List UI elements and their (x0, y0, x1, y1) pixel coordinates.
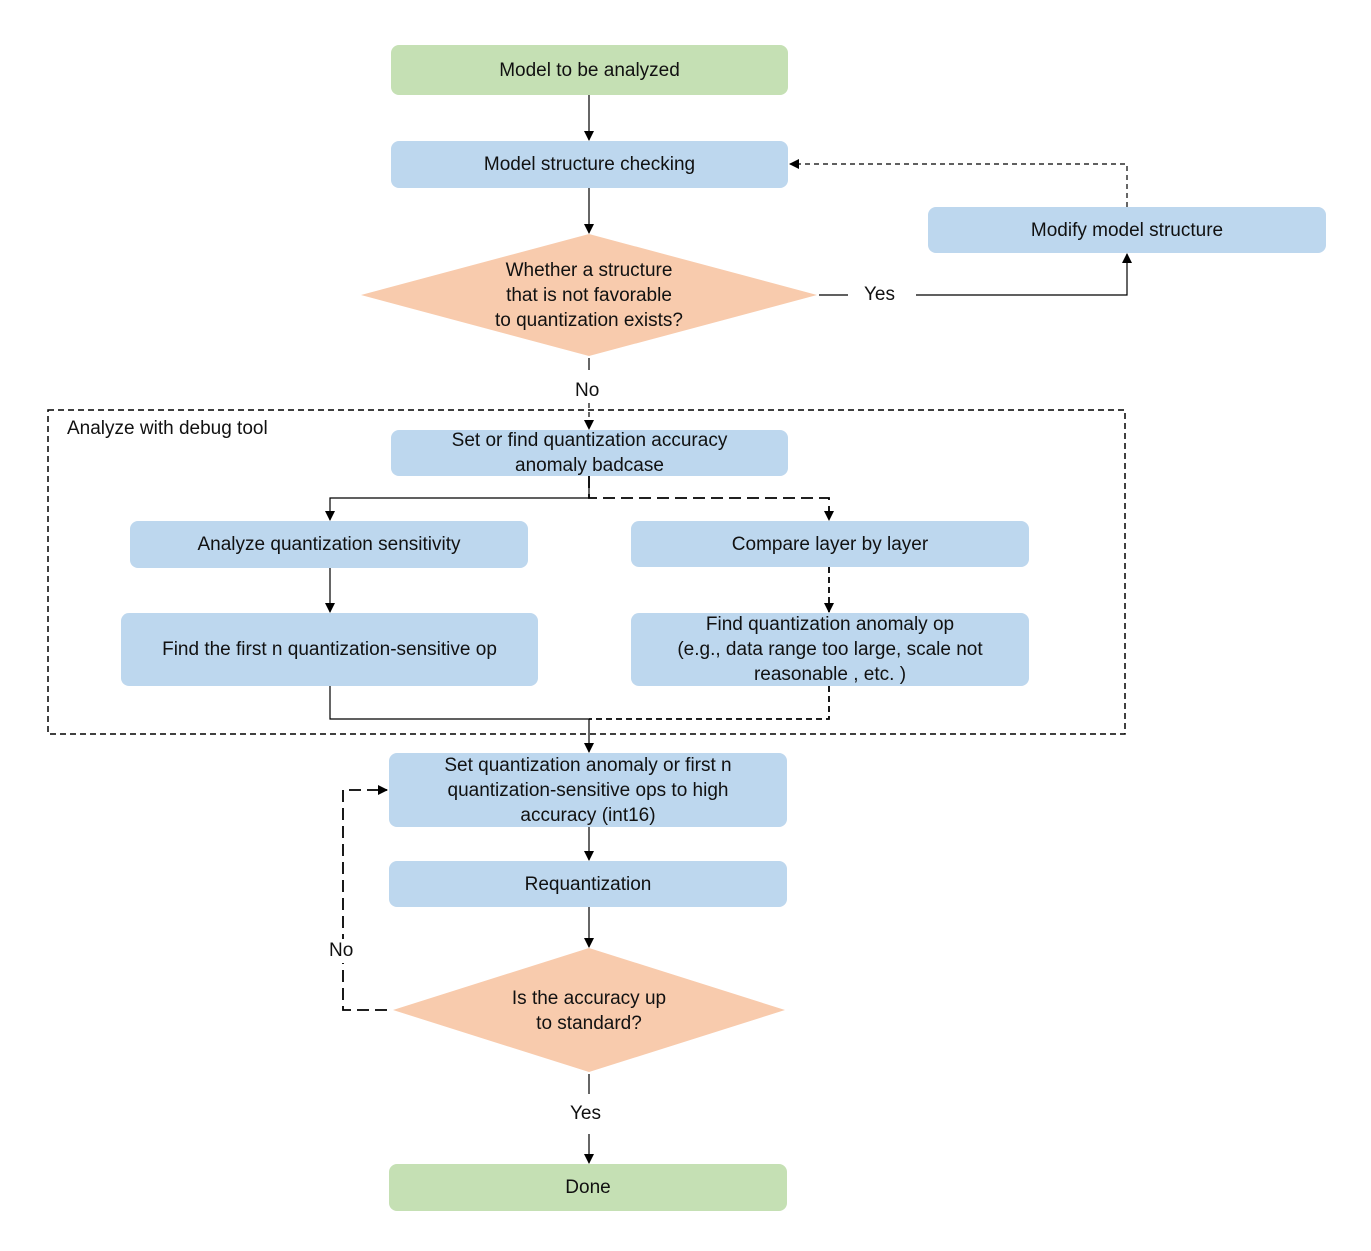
decision-accuracy-shape (393, 948, 785, 1072)
node-set-high-accuracy: Set quantization anomaly or first n quan… (389, 753, 787, 827)
decision-accuracy-text: Is the accuracy up to standard? (511, 988, 667, 1034)
edge-badcase-to-compare (588, 476, 834, 521)
debug-tool-group-border (47, 409, 1126, 735)
node-compare-layers: Compare layer by layer (631, 521, 1029, 567)
node-find-sensitive-ops: Find the first n quantization-sensitive … (121, 613, 538, 686)
node-analyze-sensitivity: Analyze quantization sensitivity (130, 521, 528, 568)
node-find-anomaly-op: Find quantization anomaly op (e.g., data… (631, 613, 1029, 686)
label-structure-yes: Yes (860, 283, 899, 307)
label-accuracy-no: No (325, 939, 358, 963)
edge-modify-to-check (789, 159, 1128, 207)
node-done: Done (389, 1164, 787, 1211)
edge-accuracy-no-loop (342, 785, 388, 1011)
node-modify-structure: Modify model structure (928, 207, 1326, 253)
edge-yes-to-modify (916, 253, 1132, 296)
label-accuracy-yes: Yes (566, 1102, 605, 1126)
decision-structure-shape (361, 234, 817, 356)
debug-tool-group-title: Analyze with debug tool (67, 418, 268, 439)
node-start: Model to be analyzed (391, 45, 788, 95)
edge-badcase-to-sensitivity (325, 476, 590, 521)
edge-anomaly-to-merge (589, 686, 830, 720)
node-set-badcase: Set or find quantization accuracy anomal… (391, 430, 788, 476)
edge-find-ops-to-merge (329, 686, 589, 720)
decision-structure-text: Whether a structure that is not favorabl… (494, 259, 683, 331)
node-check-structure: Model structure checking (391, 141, 788, 188)
label-structure-no: No (571, 379, 604, 403)
node-requantization: Requantization (389, 861, 787, 907)
